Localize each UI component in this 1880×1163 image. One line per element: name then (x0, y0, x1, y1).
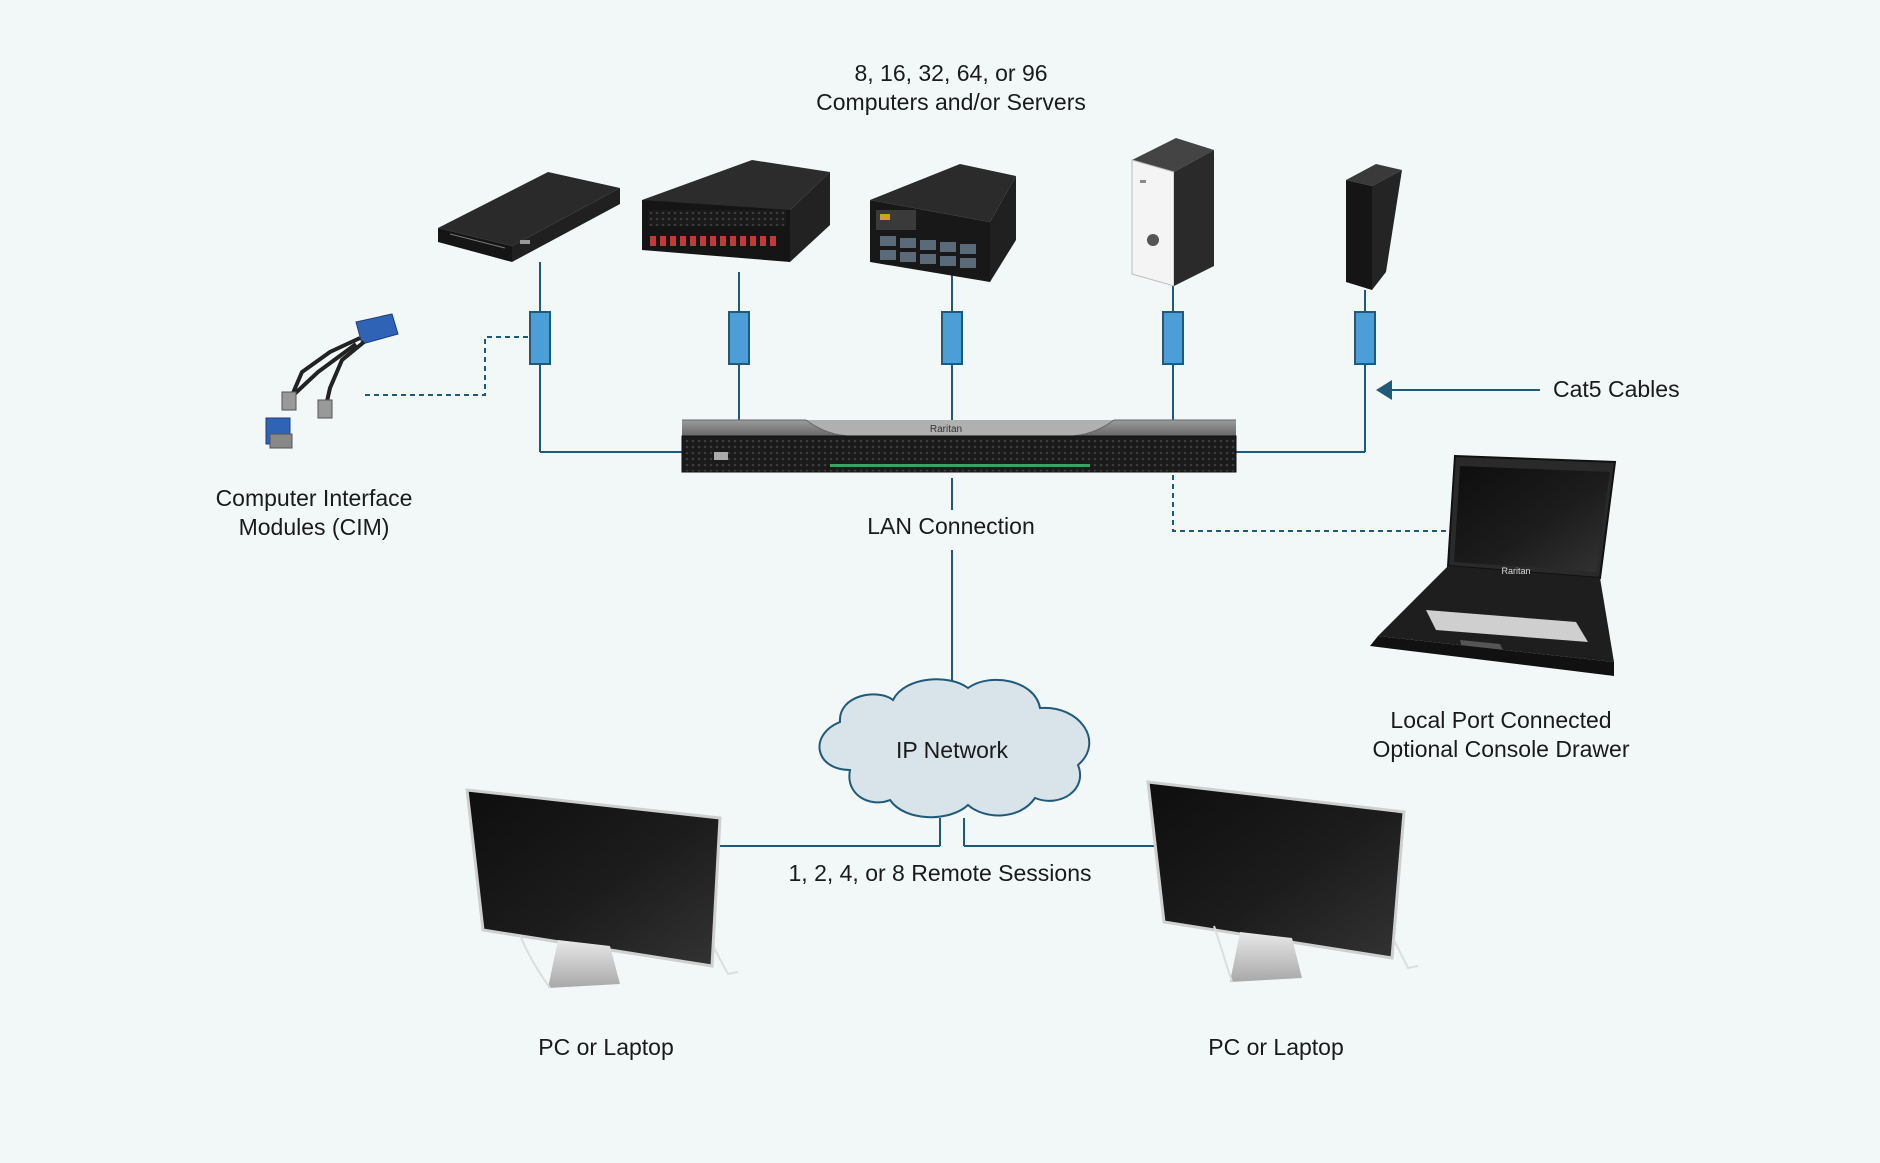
cim-label-line2: Modules (CIM) (238, 514, 390, 540)
cat5-connector (1162, 311, 1184, 365)
cat5-connector (728, 311, 750, 365)
computers-label-line2: Computers and/or Servers (816, 89, 1086, 115)
storage-server-2u-icon (642, 160, 830, 262)
desktop-tower-icon (1131, 138, 1214, 287)
console-label-line2: Optional Console Drawer (1372, 736, 1630, 762)
rack-server-1u-icon (438, 172, 620, 262)
lan-connection-label: LAN Connection (867, 513, 1035, 539)
console-drawer-icon: Raritan (1370, 454, 1617, 676)
cat5-cables-label: Cat5 Cables (1553, 376, 1680, 402)
kvm-brand-text: Raritan (930, 424, 962, 435)
cim-dongle-icon (265, 313, 399, 449)
cat5-connector (1354, 311, 1376, 365)
rack-server-4u-icon (870, 164, 1016, 282)
dashed-lines (365, 336, 1448, 532)
cat5-arrow-icon (1376, 380, 1392, 400)
drawer-brand-text: Raritan (1501, 566, 1530, 576)
console-label-line1: Local Port Connected (1390, 707, 1612, 733)
cat5-connector (529, 311, 551, 365)
computers-label-line1: 8, 16, 32, 64, or 96 (854, 60, 1048, 86)
cat5-connector (941, 311, 963, 365)
kvm-switch-icon: Raritan (681, 419, 1237, 473)
pc-right-label: PC or Laptop (1208, 1034, 1344, 1060)
cat5-connectors (529, 311, 1376, 365)
ip-network-cloud-icon (818, 678, 1091, 819)
pc-left-label: PC or Laptop (538, 1034, 674, 1060)
remote-sessions-label: 1, 2, 4, or 8 Remote Sessions (788, 860, 1092, 886)
mini-pc-icon (1346, 164, 1402, 290)
monitor-left-icon (465, 788, 739, 989)
monitor-right-icon (1146, 780, 1419, 983)
cim-label-line1: Computer Interface (215, 485, 413, 511)
ip-network-label: IP Network (895, 737, 1009, 763)
